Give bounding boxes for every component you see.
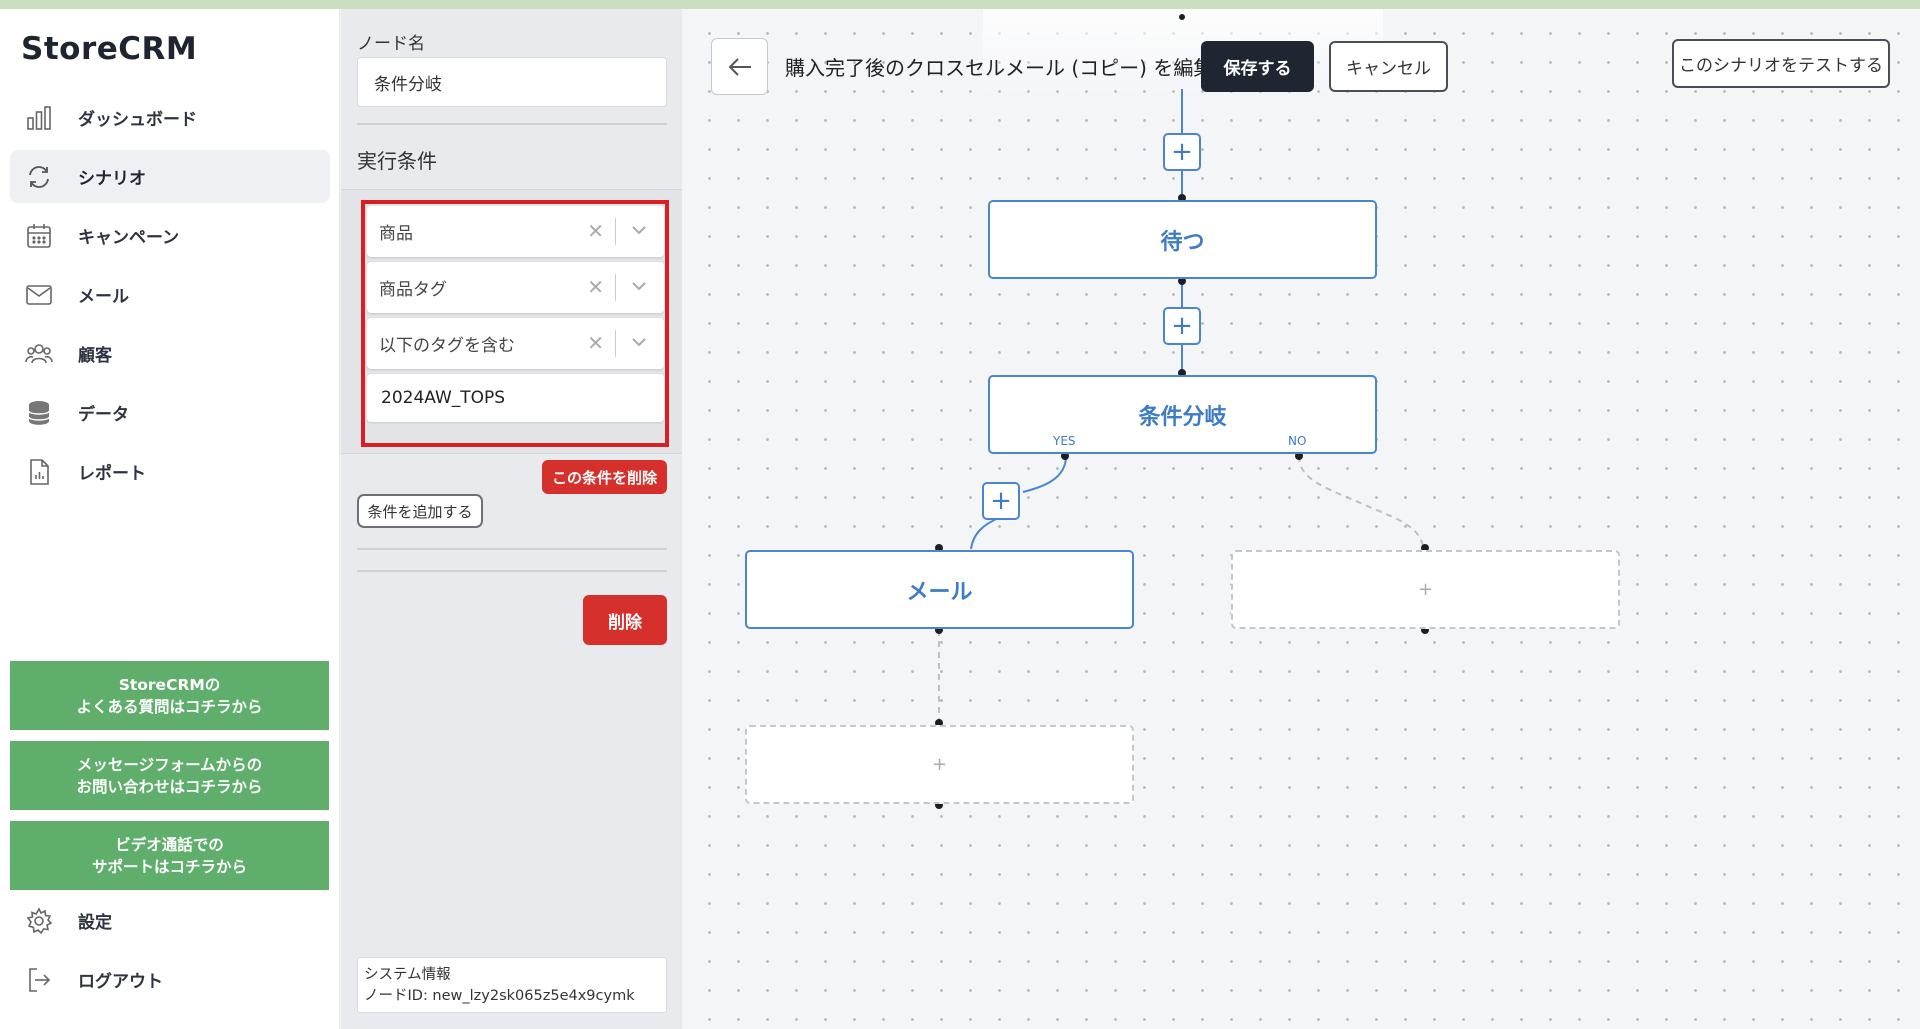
window-top-strip	[0, 0, 1920, 9]
calendar-icon	[24, 221, 54, 251]
sidebar-item-report[interactable]: レポート	[10, 445, 330, 498]
sidebar-item-label: 顧客	[78, 346, 112, 366]
sidebar-item-mail[interactable]: メール	[10, 268, 330, 321]
system-info-title: システム情報	[364, 967, 451, 983]
empty-node-slot[interactable]: +	[745, 725, 1134, 804]
node-name-label: ノード名	[357, 34, 425, 54]
sidebar-item-label: データ	[78, 405, 129, 425]
empty-node-slot[interactable]: +	[1231, 550, 1620, 629]
sidebar-item-label: 設定	[78, 913, 112, 933]
delete-node-button[interactable]: 削除	[583, 595, 667, 645]
system-info-node-id: ノードID: new_lzy2sk065z5e4x9cymk	[364, 988, 635, 1004]
faq-link-line2: よくある質問はコチラから	[76, 697, 263, 716]
contact-link-line2: お問い合わせはコチラから	[76, 777, 263, 796]
select-value: 商品タグ	[379, 280, 447, 300]
report-icon	[24, 457, 54, 487]
add-node-button[interactable]: +	[1163, 133, 1201, 171]
sidebar-item-label: レポート	[78, 464, 146, 484]
database-icon	[24, 398, 54, 428]
clear-icon[interactable]: ✕	[587, 331, 604, 355]
node-name-value: 条件分岐	[374, 74, 442, 95]
tag-value: 2024AW_TOPS	[381, 388, 506, 408]
sidebar-item-dashboard[interactable]: ダッシュボード	[10, 91, 330, 144]
chart-bar-icon	[24, 103, 54, 133]
chevron-down-icon[interactable]	[630, 333, 648, 351]
arrow-left-icon	[728, 57, 751, 76]
gear-icon	[24, 906, 54, 936]
canvas-top-fade	[983, 9, 1383, 99]
sidebar-item-logout[interactable]: ログアウト	[10, 953, 330, 1006]
condition-operator-select[interactable]: 以下のタグを含む ✕	[367, 318, 664, 369]
divider	[357, 548, 667, 550]
select-divider	[615, 218, 616, 245]
logout-icon	[24, 965, 54, 995]
cancel-button[interactable]: キャンセル	[1329, 41, 1448, 92]
app-logo[interactable]: StoreCRM	[21, 31, 198, 67]
sidebar-item-label: キャンペーン	[78, 228, 180, 248]
chevron-down-icon[interactable]	[630, 277, 648, 295]
divider	[357, 570, 667, 572]
mail-icon	[24, 280, 54, 310]
delete-condition-button[interactable]: この条件を削除	[542, 460, 667, 494]
flow-node-mail[interactable]: メール	[745, 550, 1134, 629]
sidebar-item-customers[interactable]: 顧客	[10, 327, 330, 380]
save-button[interactable]: 保存する	[1201, 41, 1314, 92]
clear-icon[interactable]: ✕	[587, 219, 604, 243]
add-node-button[interactable]: +	[982, 482, 1020, 520]
branch-yes-label: YES	[1053, 434, 1076, 448]
back-button[interactable]	[711, 38, 768, 95]
users-icon	[24, 339, 54, 369]
divider	[357, 123, 667, 125]
contact-form-link-button[interactable]: メッセージフォームからの お問い合わせはコチラから	[10, 741, 329, 810]
branch-no-label: NO	[1288, 434, 1307, 448]
sidebar-nav: ダッシュボード シナリオ キャンペーン メール 顧客	[10, 91, 330, 504]
condition-attribute-select[interactable]: 商品タグ ✕	[367, 262, 664, 313]
condition-tag-input[interactable]: 2024AW_TOPS	[367, 374, 664, 422]
video-link-line1: ビデオ通話での	[115, 835, 224, 854]
sidebar-item-scenario[interactable]: シナリオ	[10, 150, 330, 203]
node-settings-panel: ノード名 条件分岐 実行条件 商品 ✕ 商品タグ ✕ 以下のタグを含む ✕ 20…	[341, 9, 682, 1029]
conditions-label: 実行条件	[357, 149, 437, 173]
select-divider	[615, 274, 616, 301]
contact-link-line1: メッセージフォームからの	[76, 755, 263, 774]
sidebar-item-label: ダッシュボード	[78, 110, 197, 130]
flow-canvas[interactable]: 購入完了後のクロスセルメール (コピー) を編集中 保存する キャンセル このシ…	[683, 9, 1920, 1029]
sidebar-bottom-nav: 設定 ログアウト	[10, 894, 330, 1012]
sidebar-item-campaign[interactable]: キャンペーン	[10, 209, 330, 262]
condition-field-select[interactable]: 商品 ✕	[367, 206, 664, 257]
add-condition-button[interactable]: 条件を追加する	[357, 494, 483, 528]
refresh-icon	[24, 162, 54, 192]
flow-node-wait[interactable]: 待つ	[988, 200, 1377, 279]
flow-connectors	[935, 14, 1429, 809]
faq-link-line1: StoreCRMの	[118, 675, 221, 694]
flow-node-branch[interactable]: 条件分岐	[988, 375, 1377, 454]
select-value: 以下のタグを含む	[379, 336, 515, 356]
add-node-button[interactable]: +	[1163, 307, 1201, 345]
chevron-down-icon[interactable]	[630, 221, 648, 239]
sidebar-item-data[interactable]: データ	[10, 386, 330, 439]
system-info-box: システム情報 ノードID: new_lzy2sk065z5e4x9cymk	[357, 957, 667, 1013]
faq-link-button[interactable]: StoreCRMの よくある質問はコチラから	[10, 661, 329, 730]
video-link-line2: サポートはコチラから	[91, 857, 247, 876]
sidebar-item-label: メール	[78, 287, 129, 307]
sidebar: StoreCRM ダッシュボード シナリオ キャンペーン メール	[0, 9, 340, 1029]
video-support-link-button[interactable]: ビデオ通話での サポートはコチラから	[10, 821, 329, 890]
test-scenario-button[interactable]: このシナリオをテストする	[1672, 39, 1890, 88]
sidebar-item-label: ログアウト	[78, 972, 163, 992]
node-name-input[interactable]: 条件分岐	[357, 57, 667, 107]
select-value: 商品	[379, 224, 413, 244]
clear-icon[interactable]: ✕	[587, 275, 604, 299]
scenario-title: 購入完了後のクロスセルメール (コピー) を編集中	[785, 56, 1234, 80]
sidebar-item-label: シナリオ	[78, 169, 146, 189]
condition-highlight-box	[361, 200, 669, 447]
select-divider	[615, 330, 616, 357]
sidebar-item-settings[interactable]: 設定	[10, 894, 330, 947]
